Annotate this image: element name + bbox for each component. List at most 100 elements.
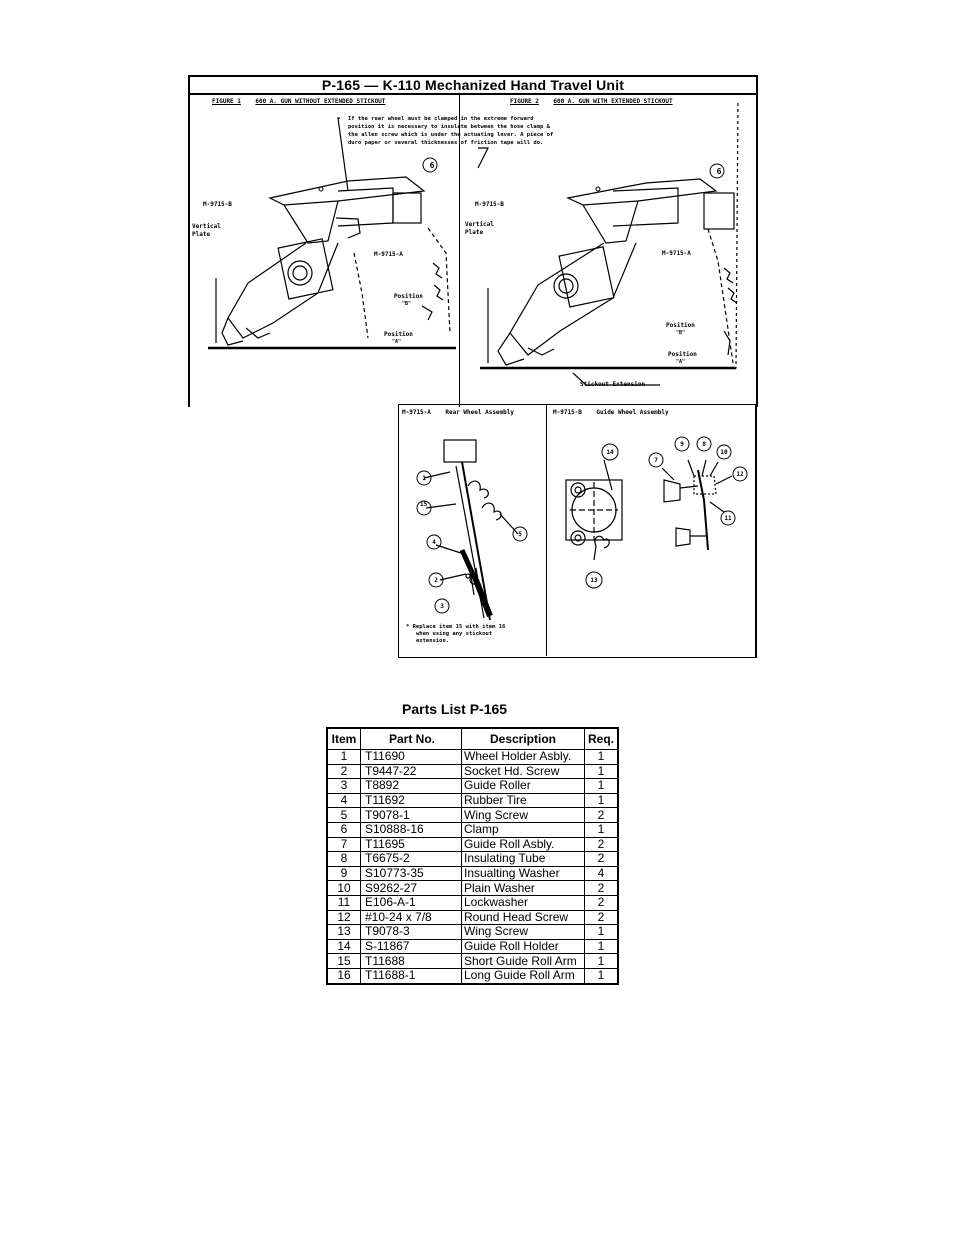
cell-part-no: T11695 <box>360 836 462 853</box>
table-header-row: Item Part No. Description Req. <box>326 727 619 750</box>
figures-frame <box>188 93 758 407</box>
rear-wheel-title: Rear Wheel Assembly <box>445 409 514 416</box>
header-item: Item <box>326 727 361 750</box>
cell-item: 1 <box>326 749 361 765</box>
cell-item: 2 <box>326 763 361 780</box>
guide-callout-9: 9 <box>680 441 684 448</box>
cell-req: 1 <box>584 953 619 969</box>
label-position-b-sub: "B" <box>676 330 686 336</box>
rear-wheel-caption: M-9715-A Rear Wheel Assembly <box>402 409 514 416</box>
cell-item: 16 <box>326 967 361 985</box>
label-plate: Plate <box>465 229 484 236</box>
cell-description: Guide Roll Asbly. <box>461 836 585 853</box>
label-position-a-sub: "A" <box>392 339 402 345</box>
cell-part-no: #10-24 x 7/8 <box>360 909 462 926</box>
note-line: duro paper or several thicknesses of fri… <box>348 140 544 146</box>
cell-req: 1 <box>584 778 619 794</box>
parts-list-title: Parts List P-165 <box>402 701 508 717</box>
cell-item: 13 <box>326 924 361 940</box>
label-rear-assembly: M-9715-A <box>662 250 691 257</box>
figure2-caption: FIGURE 2 600 A. GUN WITH EXTENDED STICKO… <box>510 98 673 105</box>
rear-callout-1: 1 <box>422 475 426 482</box>
cell-item: 3 <box>326 778 361 794</box>
label-position-b: Position <box>394 293 423 300</box>
note-line: the allen screw which is under the actua… <box>348 132 554 138</box>
cell-part-no: T9078-1 <box>360 807 462 823</box>
guide-callout-14: 14 <box>606 449 614 456</box>
cell-description: Rubber Tire <box>461 792 585 809</box>
cell-description: Wing Screw <box>461 807 585 823</box>
label-position-b: Position <box>666 322 695 329</box>
rear-callout-2: 2 <box>434 577 438 584</box>
assemblies-frame <box>398 404 757 658</box>
mechanism-drawings <box>208 99 739 386</box>
cell-req: 1 <box>584 967 619 985</box>
cell-part-no: S10888-16 <box>360 821 462 838</box>
cell-item: 9 <box>326 865 361 882</box>
cell-description: Long Guide Roll Arm <box>461 967 585 985</box>
figure2-caption-label: FIGURE 2 <box>510 98 539 105</box>
cell-part-no: T9078-3 <box>360 924 462 940</box>
assembly-drawings <box>416 436 748 621</box>
note-line: position it is necessary to insulate bet… <box>348 124 550 130</box>
cell-req: 2 <box>584 836 619 853</box>
figure-divider <box>459 93 460 407</box>
cell-part-no: S9262-27 <box>360 880 462 896</box>
rear-callout-5: 5 <box>518 531 522 538</box>
label-vertical: Vertical <box>192 223 221 230</box>
label-stickout-extension: Stickout Extension <box>580 381 646 388</box>
label-rear-assembly: M-9715-A <box>374 251 403 258</box>
figure1-note: If the rear wheel must be clamped in the… <box>348 115 553 147</box>
cell-item: 11 <box>326 894 361 911</box>
cell-req: 1 <box>584 924 619 940</box>
cell-req: 2 <box>584 807 619 823</box>
cell-part-no: T11688 <box>360 953 462 969</box>
cell-description: Short Guide Roll Arm <box>461 953 585 969</box>
figure1-caption-label: FIGURE 1 <box>212 98 241 105</box>
label-plate: Plate <box>192 231 211 238</box>
rear-wheel-note: * Replace item 15 with item 16 when usin… <box>406 624 505 645</box>
title-bar: P-165 — K-110 Mechanized Hand Travel Uni… <box>188 75 758 95</box>
guide-callout-7: 7 <box>654 457 658 464</box>
figure1-caption: FIGURE 1 600 A. GUN WITHOUT EXTENDED STI… <box>212 98 385 105</box>
cell-req: 1 <box>584 938 619 955</box>
note-line: * Replace item 15 with item 16 <box>406 624 506 630</box>
cell-req: 2 <box>584 880 619 896</box>
cell-req: 2 <box>584 894 619 911</box>
cell-item: 8 <box>326 851 361 867</box>
cell-part-no: S-11867 <box>360 938 462 955</box>
rear-callout-4: 4 <box>432 539 436 546</box>
cell-part-no: T6675-2 <box>360 851 462 867</box>
label-guide-assembly: M-9715-B <box>475 201 504 208</box>
header-description: Description <box>461 727 585 750</box>
cell-description: Socket Hd. Screw <box>461 763 585 780</box>
callout-6: 6 <box>429 161 435 170</box>
cell-part-no: S10773-35 <box>360 865 462 882</box>
header-part-no: Part No. <box>360 727 462 750</box>
cell-req: 2 <box>584 851 619 867</box>
cell-req: 1 <box>584 763 619 780</box>
cell-item: 6 <box>326 821 361 838</box>
cell-item: 12 <box>326 909 361 926</box>
cell-description: Plain Washer <box>461 880 585 896</box>
rear-callout-15: 15 <box>420 501 428 508</box>
cell-item: 5 <box>326 807 361 823</box>
note-line: when using any stickout <box>416 631 493 637</box>
